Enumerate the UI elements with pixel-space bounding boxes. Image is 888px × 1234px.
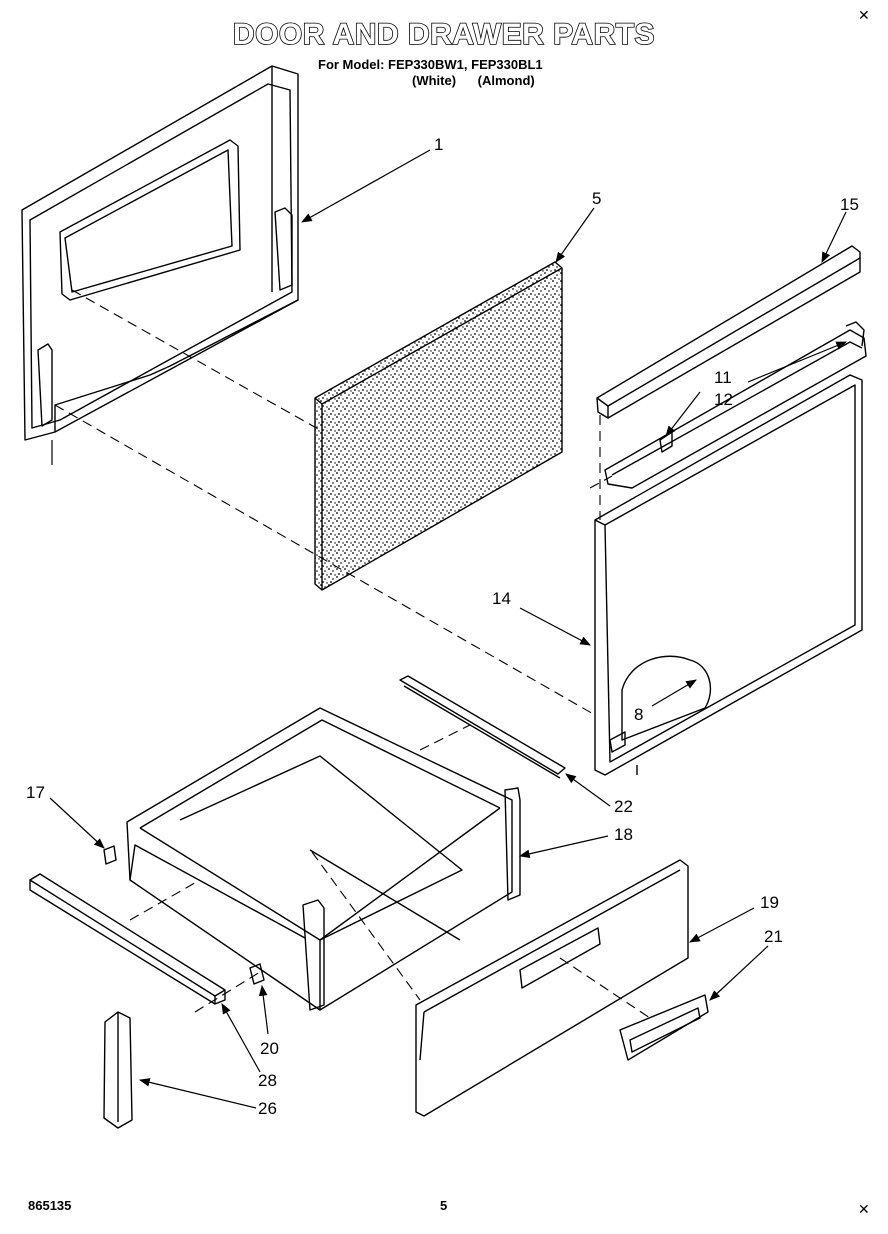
part-label-19: 19 [760,893,779,912]
leader-arrows [49,149,847,1109]
drawer-clip-20 [249,963,265,985]
front-drawer-rail [29,873,226,1005]
drawer-handle [619,994,709,1061]
part-label-1: 1 [434,135,443,154]
outer-door-panel [594,374,863,776]
registration-mark-icon: ✕ [858,1202,870,1218]
drawer-front [415,859,689,1117]
insulation-block [314,261,563,591]
drawer-rail-strip [399,675,566,779]
part-labels: 1 5 15 11 12 14 8 17 22 18 19 21 20 28 2… [26,135,859,1118]
part-label-8: 8 [634,705,643,724]
part-label-26: 26 [258,1099,277,1118]
part-label-22: 22 [614,797,633,816]
bracket-rail [604,321,867,489]
part-label-12: 12 [714,390,733,409]
part-label-11: 11 [714,368,732,387]
top-trim [596,245,861,419]
drawer-body [126,707,521,1011]
part-label-17: 17 [26,783,45,802]
inner-door-panel [21,65,299,465]
part-label-28: 28 [258,1071,277,1090]
document-number: 865135 [28,1198,72,1213]
part-label-15: 15 [840,195,859,214]
part-label-14: 14 [492,589,511,608]
model-line: For Model: FEP330BW1, FEP330BL1 [318,57,543,72]
part-label-20: 20 [260,1039,279,1058]
color-variants: (White) (Almond) [412,73,553,88]
page-number: 5 [440,1198,448,1213]
side-bracket [103,1011,133,1129]
alignment-lines [54,289,651,1019]
part-label-21: 21 [764,927,783,946]
variant-almond: (Almond) [477,73,535,88]
page-title: DOOR AND DRAWER PARTS [232,17,656,52]
part-label-5: 5 [592,189,601,208]
drawer-clip [103,845,117,865]
registration-mark-icon: ✕ [858,8,870,24]
gasket-piece [621,655,712,741]
variant-white: (White) [412,73,457,88]
part-label-18: 18 [614,825,633,844]
